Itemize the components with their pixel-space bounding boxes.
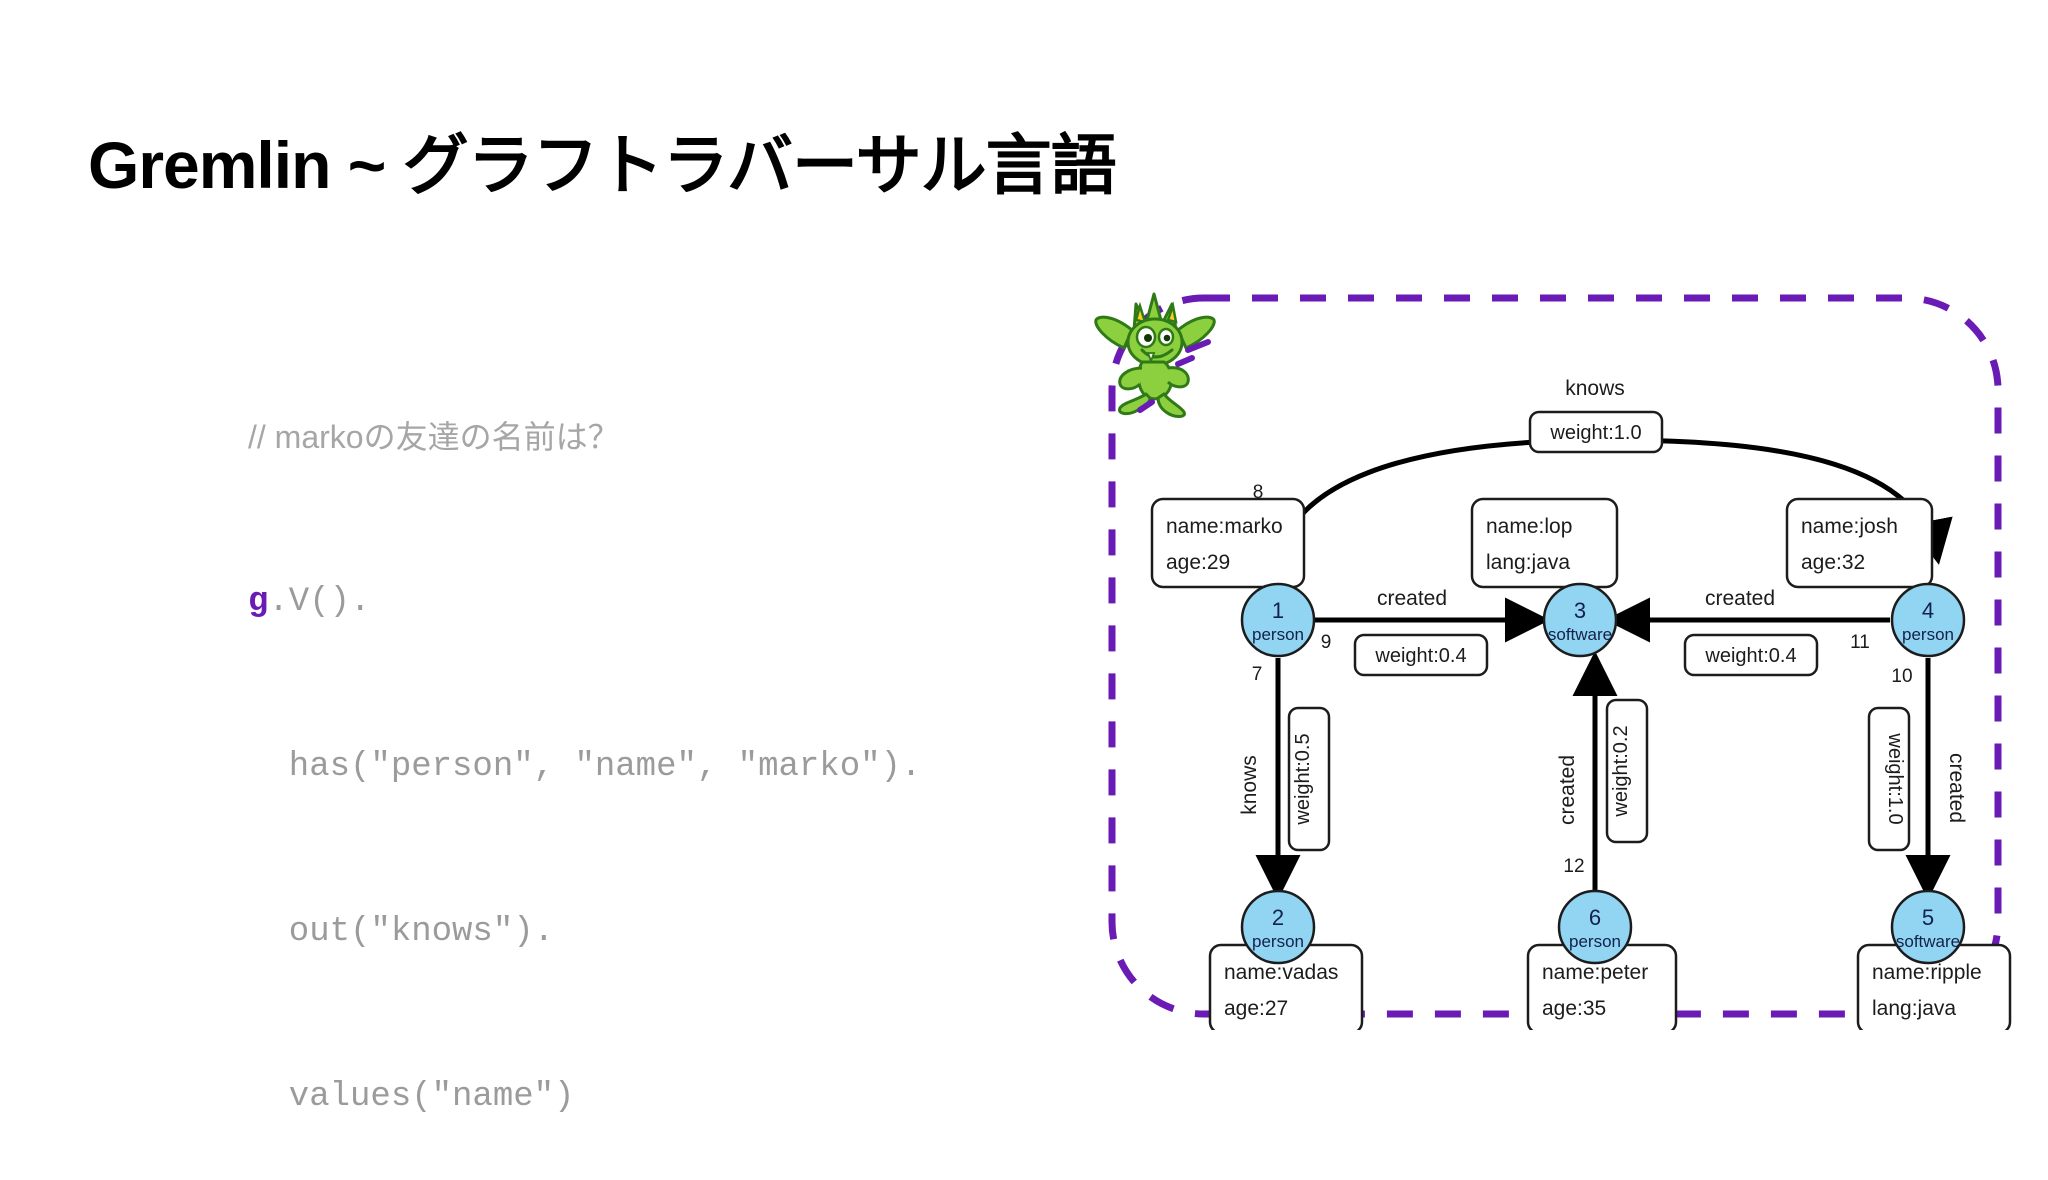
edge-7-label: knows [1238, 755, 1261, 815]
vertex-1-property-box: name:marko age:29 [1150, 497, 1306, 589]
vertex-6-prop-0: name:peter [1542, 961, 1648, 984]
graph-diagram-panel: knows 8 weight:1.0 created 9 weight:0.4 … [1090, 290, 2020, 1030]
diagram-dashed-border [1108, 294, 2002, 1018]
vertex-6-prop-1: age:35 [1542, 997, 1606, 1020]
property-graph-svg: knows 8 weight:1.0 created 9 weight:0.4 … [1108, 294, 2012, 1030]
edge-9-id: 9 [1321, 632, 1332, 653]
vertex-1-prop-0: name:marko [1166, 515, 1283, 538]
vertex-5[interactable]: 5 software [1890, 889, 1966, 965]
vertex-5-prop-0: name:ripple [1872, 961, 1982, 984]
edge-8-weight-box: weight:1.0 [1528, 410, 1664, 454]
edge-7-weight-box: weight:0.5 [1287, 706, 1331, 852]
vertex-6-label: person [1569, 932, 1621, 951]
edge-9-weight-box: weight:0.4 [1353, 633, 1489, 677]
vertex-4-prop-1: age:32 [1801, 551, 1865, 574]
edge-9-weight: weight:0.4 [1374, 645, 1466, 667]
vertex-4-label: person [1902, 625, 1954, 644]
vertex-3-prop-1: lang:java [1486, 551, 1570, 574]
edge-9-label: created [1377, 587, 1447, 610]
edge-10-id: 10 [1891, 666, 1912, 687]
vertex-3-id: 3 [1574, 598, 1586, 623]
gremlin-mascot-icon [1094, 292, 1216, 418]
edge-8-label: knows [1565, 377, 1625, 400]
code-block: // markoの友達の名前は？ g.V(). has("person", "n… [248, 300, 921, 1180]
vertex-3[interactable]: 3 software [1542, 582, 1618, 658]
edge-10-weight: weight:1.0 [1884, 732, 1906, 824]
edge-11-weight-box: weight:0.4 [1683, 633, 1819, 677]
code-line-1-text: .V(). [268, 583, 371, 621]
vertex-3-prop-0: name:lop [1486, 515, 1572, 538]
vertex-2-id: 2 [1272, 905, 1284, 930]
code-line-3: out("knows"). [248, 913, 555, 951]
edge-8-weight: weight:1.0 [1549, 422, 1641, 444]
edge-10-weight-box: weight:1.0 [1867, 706, 1911, 852]
code-line-1: g.V(). [248, 575, 921, 630]
edge-12-weight: weight:0.2 [1610, 725, 1632, 817]
vertex-5-prop-1: lang:java [1872, 997, 1956, 1020]
vertex-1-label: person [1252, 625, 1304, 644]
page-title: Gremlin ~ グラフトラバーサル言語 [88, 128, 1117, 202]
edge-10-label: created [1945, 753, 1968, 823]
edge-12-id: 12 [1563, 856, 1584, 877]
vertex-1-prop-1: age:29 [1166, 551, 1230, 574]
code-line-2: has("person", "name", "marko"). [248, 748, 922, 786]
code-comment-line: // markoの友達の名前は？ [248, 419, 620, 455]
vertex-4[interactable]: 4 person [1890, 582, 1966, 658]
vertex-6-id: 6 [1589, 905, 1601, 930]
vertex-2-property-box: name:vadas age:27 [1208, 943, 1364, 1030]
vertex-6[interactable]: 6 person [1557, 889, 1633, 965]
edge-12-label: created [1556, 755, 1579, 825]
edge-11-weight: weight:0.4 [1704, 645, 1796, 667]
vertex-4-property-box: name:josh age:32 [1785, 497, 1934, 589]
edge-7-weight: weight:0.5 [1292, 733, 1314, 825]
code-line-4: values("name") [248, 1078, 575, 1116]
code-accent-g: g [248, 583, 269, 621]
vertex-2-label: person [1252, 932, 1304, 951]
vertex-3-property-box: name:lop lang:java [1470, 497, 1619, 589]
vertex-1[interactable]: 1 person [1240, 582, 1316, 658]
vertex-6-property-box: name:peter age:35 [1526, 943, 1678, 1030]
edge-7-id: 7 [1252, 664, 1263, 685]
edge-8-id: 8 [1253, 482, 1264, 503]
vertex-4-prop-0: name:josh [1801, 515, 1898, 538]
vertex-1-id: 1 [1272, 598, 1284, 623]
edge-12-weight-box: weight:0.2 [1605, 698, 1649, 844]
edge-11-label: created [1705, 587, 1775, 610]
vertex-5-label: software [1896, 932, 1960, 951]
vertex-5-id: 5 [1922, 905, 1934, 930]
vertex-4-id: 4 [1922, 598, 1934, 623]
vertex-2[interactable]: 2 person [1240, 889, 1316, 965]
vertex-3-label: software [1548, 625, 1612, 644]
edge-11-id: 11 [1850, 632, 1870, 653]
vertex-2-prop-0: name:vadas [1224, 961, 1338, 984]
vertex-5-property-box: name:ripple lang:java [1856, 943, 2012, 1030]
vertex-2-prop-1: age:27 [1224, 997, 1288, 1020]
